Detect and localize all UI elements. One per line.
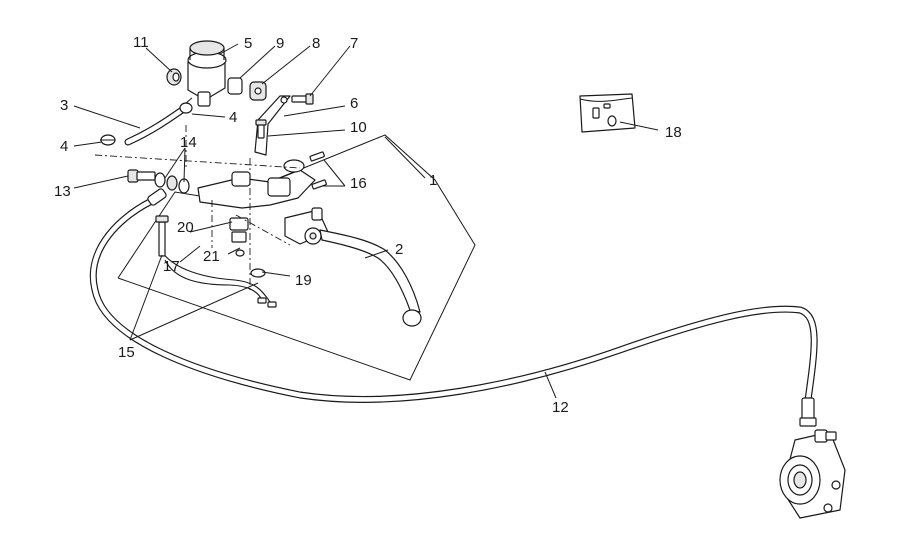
callout-10: 10 — [350, 119, 367, 136]
callout-5: 5 — [244, 35, 252, 52]
callout-12: 12 — [552, 399, 569, 416]
switch-wires — [161, 251, 277, 308]
callout-21: 21 — [203, 248, 220, 265]
hose-clip-lower — [100, 134, 116, 146]
callout-4-upper: 4 — [229, 109, 237, 126]
service-kit-bag — [579, 93, 636, 133]
hose-clip-upper — [179, 97, 193, 114]
rubber-mount — [249, 81, 267, 101]
callout-15: 15 — [118, 344, 135, 361]
banjo-bolt — [127, 169, 156, 183]
callout-6: 6 — [350, 95, 358, 112]
cap-nut — [166, 68, 182, 86]
callout-1: 1 — [429, 172, 437, 189]
clutch-slave-cylinder — [779, 429, 846, 519]
clamp-screws — [309, 151, 327, 190]
callout-18: 18 — [665, 124, 682, 141]
lever-pivot-block — [284, 207, 329, 245]
lever-switch — [229, 217, 249, 243]
callout-2: 2 — [395, 241, 403, 258]
clutch-hose — [89, 194, 818, 404]
callout-4-lower: 4 — [60, 138, 68, 155]
fluid-reservoir — [187, 40, 227, 107]
callout-14: 14 — [180, 134, 197, 151]
reservoir-hose — [124, 104, 189, 146]
callout-20: 20 — [177, 219, 194, 236]
callout-13: 13 — [54, 183, 71, 200]
callout-16: 16 — [350, 175, 367, 192]
clutch-lever — [319, 229, 422, 327]
callout-9: 9 — [276, 35, 284, 52]
bracket-screw — [255, 119, 267, 139]
callouts: 11 5 9 8 7 3 4 6 10 4 14 1 16 13 18 20 2… — [54, 34, 682, 416]
callout-8: 8 — [312, 35, 320, 52]
leader-lines — [73, 43, 659, 399]
switch-bolt — [155, 215, 169, 257]
master-cylinder-body — [197, 159, 316, 209]
hose-upper-fitting — [147, 188, 167, 206]
callout-17: 17 — [163, 258, 180, 275]
pivot-pin — [235, 249, 266, 278]
assembly-axes — [94, 125, 301, 290]
callout-19: 19 — [295, 272, 312, 289]
bracket-spacer — [227, 77, 243, 95]
hose-lower-fitting — [799, 397, 817, 427]
bracket-bolt — [291, 93, 314, 105]
callout-3: 3 — [60, 97, 68, 114]
callout-11: 11 — [133, 34, 149, 51]
callout-7: 7 — [350, 35, 358, 52]
